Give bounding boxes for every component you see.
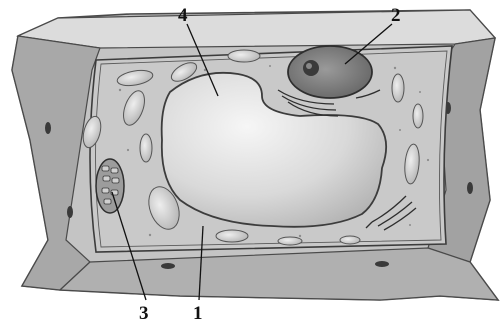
wall-pit: [375, 261, 389, 267]
label-1: 1: [193, 303, 203, 324]
label-3: 3: [139, 303, 149, 324]
label-4: 4: [178, 5, 188, 26]
nucleus: [288, 46, 372, 98]
chloroplast: [96, 159, 124, 213]
wall-pit: [67, 206, 73, 218]
wall-pit: [467, 182, 473, 194]
wall-pit: [45, 122, 51, 134]
wall-pit: [161, 263, 175, 269]
label-2: 2: [391, 5, 401, 26]
